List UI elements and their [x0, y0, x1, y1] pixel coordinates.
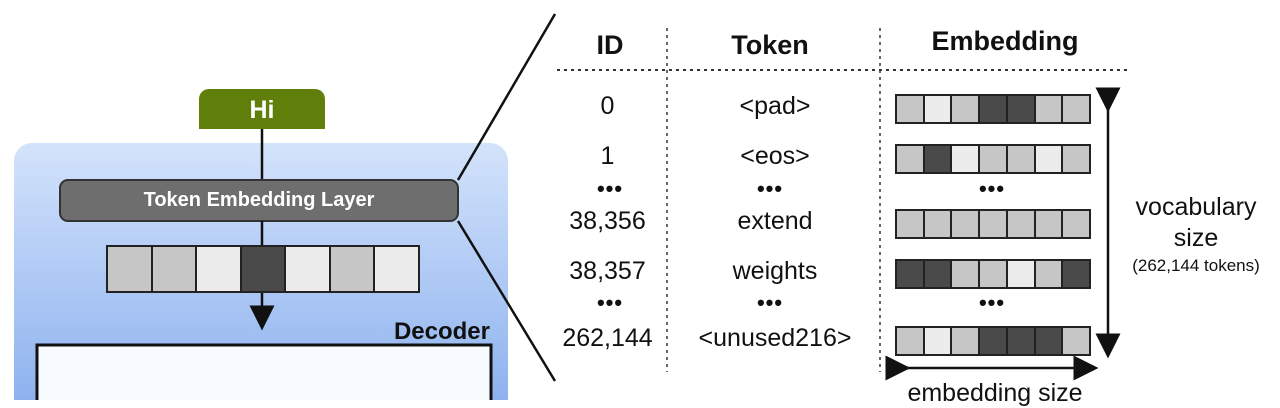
embedding-cell	[1033, 326, 1064, 356]
embedding-cell	[895, 326, 925, 356]
row-embedding-vector	[895, 144, 1091, 174]
ellipsis-token-2: •••	[756, 290, 784, 315]
embedding-cell	[1033, 209, 1064, 239]
embedding-cell	[922, 94, 953, 124]
input-vector-cell	[284, 245, 331, 293]
ellipsis-embedding-1: •••	[978, 176, 1006, 201]
embedding-cell	[950, 94, 981, 124]
row-token: extend	[737, 207, 813, 235]
row-id: 1	[600, 142, 615, 170]
decoder-label: Decoder	[393, 318, 490, 345]
row-token: weights	[732, 257, 818, 285]
embedding-cell	[922, 209, 953, 239]
row-embedding-vector	[895, 259, 1091, 289]
embedding-cell	[1005, 209, 1036, 239]
embedding-cell	[1061, 144, 1091, 174]
embedding-cell	[922, 326, 953, 356]
ellipsis-embedding-2: •••	[978, 290, 1006, 315]
embedding-cell	[978, 94, 1008, 124]
embedding-cell	[895, 259, 925, 289]
ellipsis-id-2: •••	[596, 290, 624, 315]
embedding-cell	[950, 326, 981, 356]
input-vector-cell	[150, 245, 198, 293]
token-embedding-layer-box	[59, 179, 459, 222]
input-embedding-vector	[106, 245, 420, 293]
ellipsis-token-1: •••	[756, 176, 784, 201]
row-id: 38,356	[569, 207, 646, 235]
header-id: ID	[596, 30, 624, 60]
embedding-cell	[1061, 94, 1091, 124]
embedding-cell	[922, 259, 953, 289]
embedding-cell	[950, 144, 981, 174]
decoder-inner-box	[35, 343, 493, 400]
row-id: 38,357	[569, 257, 646, 285]
embedding-cell	[978, 144, 1008, 174]
zoom-line-top	[456, 13, 557, 181]
ellipsis-id-1: •••	[596, 176, 624, 201]
vocab-size-sublabel: (262,144 tokens)	[1132, 256, 1260, 275]
embedding-cell	[895, 209, 925, 239]
embedding-cell	[1005, 144, 1036, 174]
input-vector-cell	[373, 245, 420, 293]
embedding-size-label: embedding size	[907, 379, 1083, 407]
embedding-cell	[978, 209, 1008, 239]
embedding-cell	[922, 144, 953, 174]
row-token: <eos>	[740, 142, 810, 170]
row-embedding-vector	[895, 209, 1091, 239]
embedding-cell	[978, 326, 1008, 356]
row-embedding-vector	[895, 326, 1091, 356]
embedding-cell	[1005, 259, 1036, 289]
embedding-cell	[1005, 94, 1036, 124]
token-embedding-layer-label: Token Embedding Layer	[143, 189, 375, 211]
vocab-size-label-line2: size	[1173, 224, 1219, 252]
vocab-size-label-line1: vocabulary	[1135, 193, 1257, 221]
row-id: 262,144	[562, 324, 653, 352]
embedding-cell	[978, 259, 1008, 289]
embedding-cell	[1061, 259, 1091, 289]
embedding-cell	[1033, 94, 1064, 124]
row-token: <pad>	[739, 92, 811, 120]
zoom-line-bottom	[456, 220, 557, 382]
input-vector-cell	[195, 245, 242, 293]
input-vector-cell	[239, 245, 287, 293]
embedding-cell	[1061, 209, 1091, 239]
input-vector-cell	[328, 245, 376, 293]
row-token: <unused216>	[698, 324, 852, 352]
embedding-cell	[1033, 259, 1064, 289]
header-embedding: Embedding	[931, 26, 1079, 56]
input-token-label: Hi	[249, 96, 275, 124]
row-embedding-vector	[895, 94, 1091, 124]
row-id: 0	[600, 92, 615, 120]
embedding-cell	[1033, 144, 1064, 174]
input-vector-cell	[106, 245, 153, 293]
embedding-cell	[895, 144, 925, 174]
embedding-cell	[895, 94, 925, 124]
input-token-box: Hi	[199, 89, 325, 129]
embedding-cell	[1061, 326, 1091, 356]
embedding-cell	[1005, 326, 1036, 356]
header-token: Token	[731, 30, 809, 60]
embedding-cell	[950, 259, 981, 289]
embedding-cell	[950, 209, 981, 239]
